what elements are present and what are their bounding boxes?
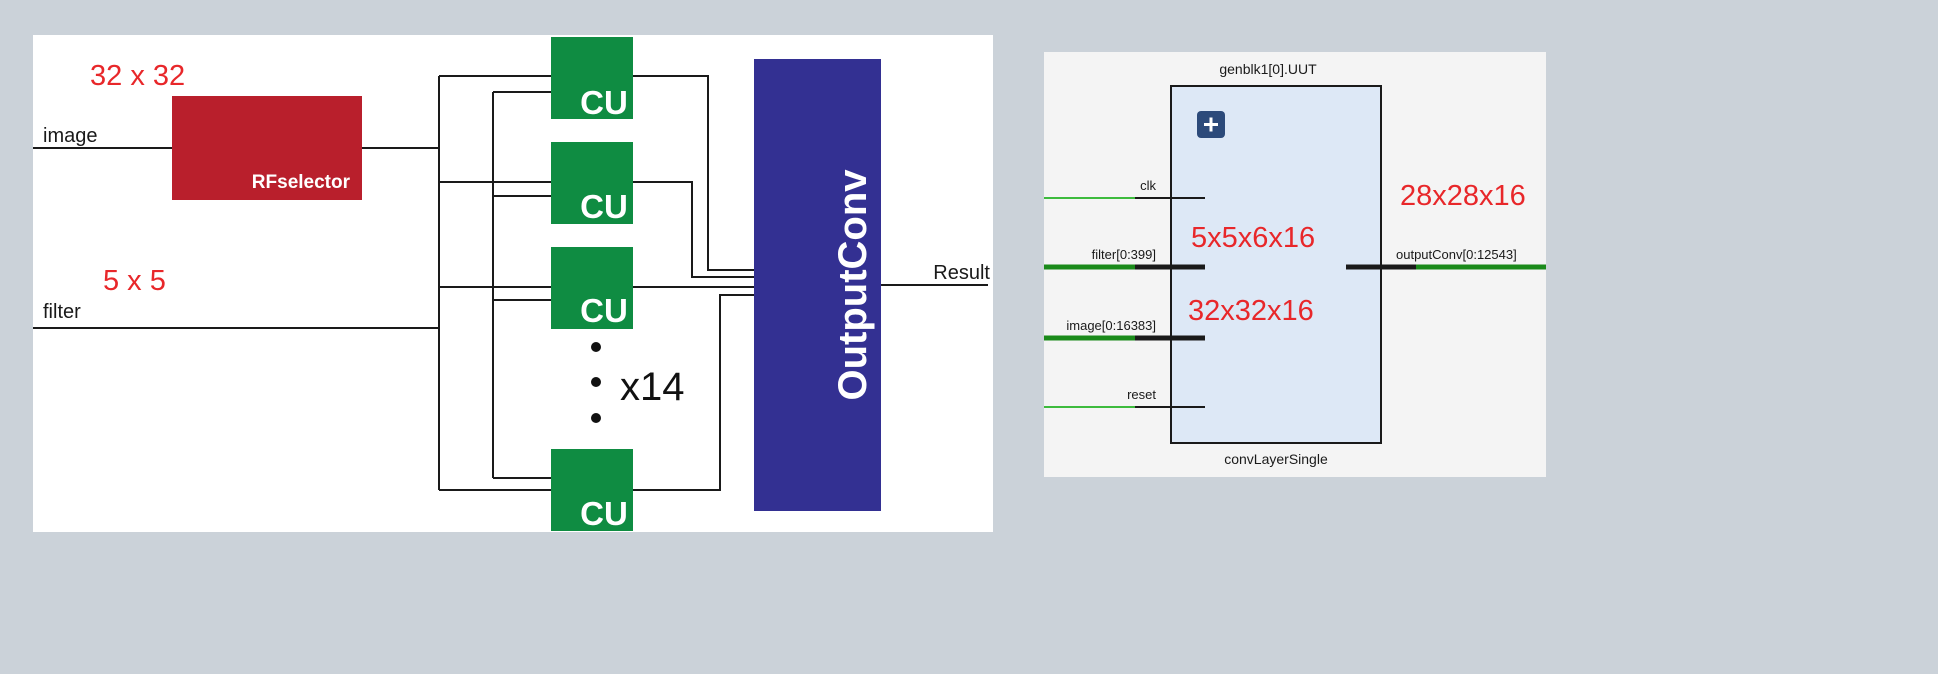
cu-block-2: CU [551, 142, 633, 225]
port-label-output: outputConv[0:12543] [1396, 247, 1517, 262]
port-label-reset: reset [1127, 387, 1156, 402]
outputconv-block [754, 59, 881, 511]
diagram-canvas: RFselector CU CU CU CU x14 OutputConv im… [33, 37, 1546, 532]
result-label: Result [933, 262, 990, 284]
cu-label: CU [580, 495, 628, 532]
port-label-filter: filter[0:399] [1092, 247, 1156, 262]
cu-label: CU [580, 84, 628, 121]
cu-block-1: CU [551, 37, 633, 121]
port-reset[interactable]: reset [1044, 387, 1205, 408]
wires [33, 75, 988, 491]
output-dims-annotation: 28x28x16 [1400, 180, 1526, 212]
cu-label: CU [580, 188, 628, 225]
image-input-label: image [43, 125, 97, 147]
rfselector-block [172, 96, 362, 200]
filter-dims-annotation: 5x5x6x16 [1191, 222, 1315, 254]
port-filter[interactable]: filter[0:399] [1044, 247, 1205, 270]
port-output[interactable]: outputConv[0:12543] [1346, 247, 1546, 270]
rfselector-label: RFselector [252, 172, 351, 193]
port-label-clk: clk [1140, 178, 1156, 193]
cu-label: CU [580, 292, 628, 329]
outputconv-label: OutputConv [831, 169, 875, 401]
filter-input-label: filter [43, 301, 81, 323]
port-clk[interactable]: clk [1044, 178, 1205, 199]
instance-name: genblk1[0].UUT [1219, 61, 1317, 77]
filter-dimension-annotation: 5 x 5 [103, 265, 166, 297]
port-label-image: image[0:16383] [1066, 318, 1156, 333]
ellipsis-dots [591, 342, 601, 423]
cu-block-3: CU [551, 247, 633, 329]
plus-icon[interactable] [1197, 111, 1225, 138]
repeat-count-label: x14 [620, 365, 685, 409]
image-dimension-annotation: 32 x 32 [90, 60, 185, 92]
module-name: convLayerSingle [1224, 451, 1328, 467]
image-dims-annotation: 32x32x16 [1188, 295, 1314, 327]
port-image[interactable]: image[0:16383] [1044, 318, 1205, 341]
cu-block-16: CU [551, 449, 633, 532]
